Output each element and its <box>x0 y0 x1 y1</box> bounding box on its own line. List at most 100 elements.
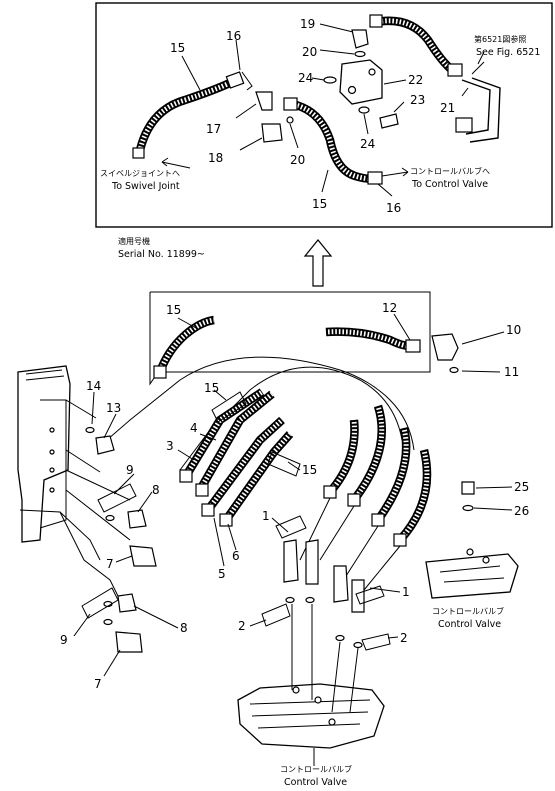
part-number: 2 <box>400 631 408 645</box>
part-number: 15 <box>170 41 185 55</box>
o-ring-20-top <box>354 50 366 58</box>
part-number: 2 <box>238 619 246 633</box>
fitting-16-left <box>225 71 245 89</box>
arrow-to-swivel <box>161 161 191 169</box>
elbow-1 <box>305 539 319 585</box>
serial-label: Serial No. 11899~ <box>118 249 205 260</box>
main-assembly: 15 12 10 11 14 13 15 4 3 15 9 8 1 7 5 6 … <box>17 291 529 788</box>
part-number: 13 <box>106 401 121 415</box>
o-ring-2 <box>353 641 363 649</box>
part-number: 18 <box>208 151 223 165</box>
elbow-18 <box>261 123 283 143</box>
o-ring-9 <box>105 514 115 522</box>
fitting-8 <box>117 593 137 613</box>
hose-right-4 <box>397 449 430 543</box>
part-number: 19 <box>300 17 315 31</box>
hose-end-fitting <box>447 63 463 77</box>
part-number: 15 <box>312 197 327 211</box>
o-ring-11 <box>449 366 459 374</box>
swivel-joint <box>17 365 71 543</box>
part-number: 24 <box>360 137 375 151</box>
part-number: 17 <box>206 122 221 136</box>
part-number: 7 <box>106 557 114 571</box>
hose-right-3 <box>375 427 410 522</box>
hose-6 <box>223 432 293 522</box>
part-number: 25 <box>514 480 529 494</box>
hose-right-2 <box>351 405 385 502</box>
part-number: 16 <box>386 201 401 215</box>
o-ring-14 <box>85 426 95 434</box>
part-number: 9 <box>126 463 134 477</box>
part-number: 22 <box>408 73 423 87</box>
serial-jp-label: 適用号機 <box>118 236 150 246</box>
hose-5 <box>205 417 285 512</box>
elbow-17 <box>255 91 273 111</box>
o-ring-2 <box>335 634 345 642</box>
hose-right-1 <box>327 419 358 494</box>
fitting-16-right <box>367 171 383 185</box>
control-valve-right <box>425 548 519 599</box>
hose-12 <box>325 328 411 349</box>
detail-frame <box>95 2 553 228</box>
view-arrow <box>303 239 333 287</box>
hose-15-inset <box>157 317 215 374</box>
bracket-15 <box>267 451 301 477</box>
part-number: 14 <box>86 379 101 393</box>
detail-view: 19 16 15 20 24 22 21 23 17 24 18 20 15 1… <box>95 2 553 228</box>
hose-3 <box>183 389 264 478</box>
part-number: 1 <box>262 509 270 523</box>
block-22 <box>339 59 383 105</box>
o-ring-2 <box>305 596 315 604</box>
to-swivel-jp-label: スイベルジョイントへ <box>100 169 180 178</box>
part-number: 15 <box>302 463 317 477</box>
part-number: 24 <box>298 71 313 85</box>
bracket-1 <box>275 515 307 539</box>
part-number: 15 <box>166 303 181 317</box>
elbow-1 <box>283 539 299 583</box>
bracket-2 <box>261 603 291 627</box>
part-number: 23 <box>410 93 425 107</box>
part-number: 9 <box>60 633 68 647</box>
see-fig-label: See Fig. 6521 <box>476 47 540 58</box>
elbow-19 <box>351 29 369 49</box>
leader-lines-detail <box>181 23 485 197</box>
part-number: 1 <box>402 585 410 599</box>
washer-24-top <box>323 76 337 84</box>
part-number: 11 <box>504 365 519 379</box>
hose-end-fitting <box>132 147 145 159</box>
part-number: 4 <box>190 421 198 435</box>
control-valve-right-label: Control Valve <box>438 619 501 630</box>
elbow-1 <box>351 579 365 613</box>
to-control-valve-jp-label: コントロールバルブへ <box>410 166 490 176</box>
to-control-valve-label: To Control Valve <box>411 179 488 190</box>
see-fig-jp-label: 第6521図参照 <box>474 34 526 44</box>
elbow-10 <box>431 333 459 361</box>
part-number: 20 <box>290 153 305 167</box>
part-number: 5 <box>218 567 226 581</box>
bracket-9 <box>81 587 119 619</box>
o-ring-2 <box>285 596 295 604</box>
control-valve-bottom-label: Control Valve <box>284 777 347 788</box>
washer-24-lower <box>358 106 370 114</box>
control-valve-bottom <box>237 683 385 749</box>
part-number: 3 <box>166 439 174 453</box>
part-number: 8 <box>180 621 188 635</box>
part-number: 26 <box>514 504 529 518</box>
bracket-2 <box>361 633 391 651</box>
part-number: 15 <box>204 381 219 395</box>
hose-end-fitting <box>369 14 383 28</box>
part-number: 20 <box>302 45 317 59</box>
part-number: 8 <box>152 483 160 497</box>
control-valve-bottom-jp-label: コントロールバルブ <box>280 764 352 774</box>
elbow-7 <box>115 631 143 653</box>
arrow-to-control-valve <box>381 171 409 177</box>
elbow-7 <box>129 545 157 567</box>
part-number: 10 <box>506 323 521 337</box>
bolt-23 <box>379 113 399 129</box>
part-number: 7 <box>94 677 102 691</box>
o-ring-9 <box>103 618 113 626</box>
o-ring-20-lower <box>286 116 294 124</box>
bracket-15 <box>211 391 247 423</box>
control-valve-right-jp-label: コントロールバルブ <box>432 606 504 616</box>
